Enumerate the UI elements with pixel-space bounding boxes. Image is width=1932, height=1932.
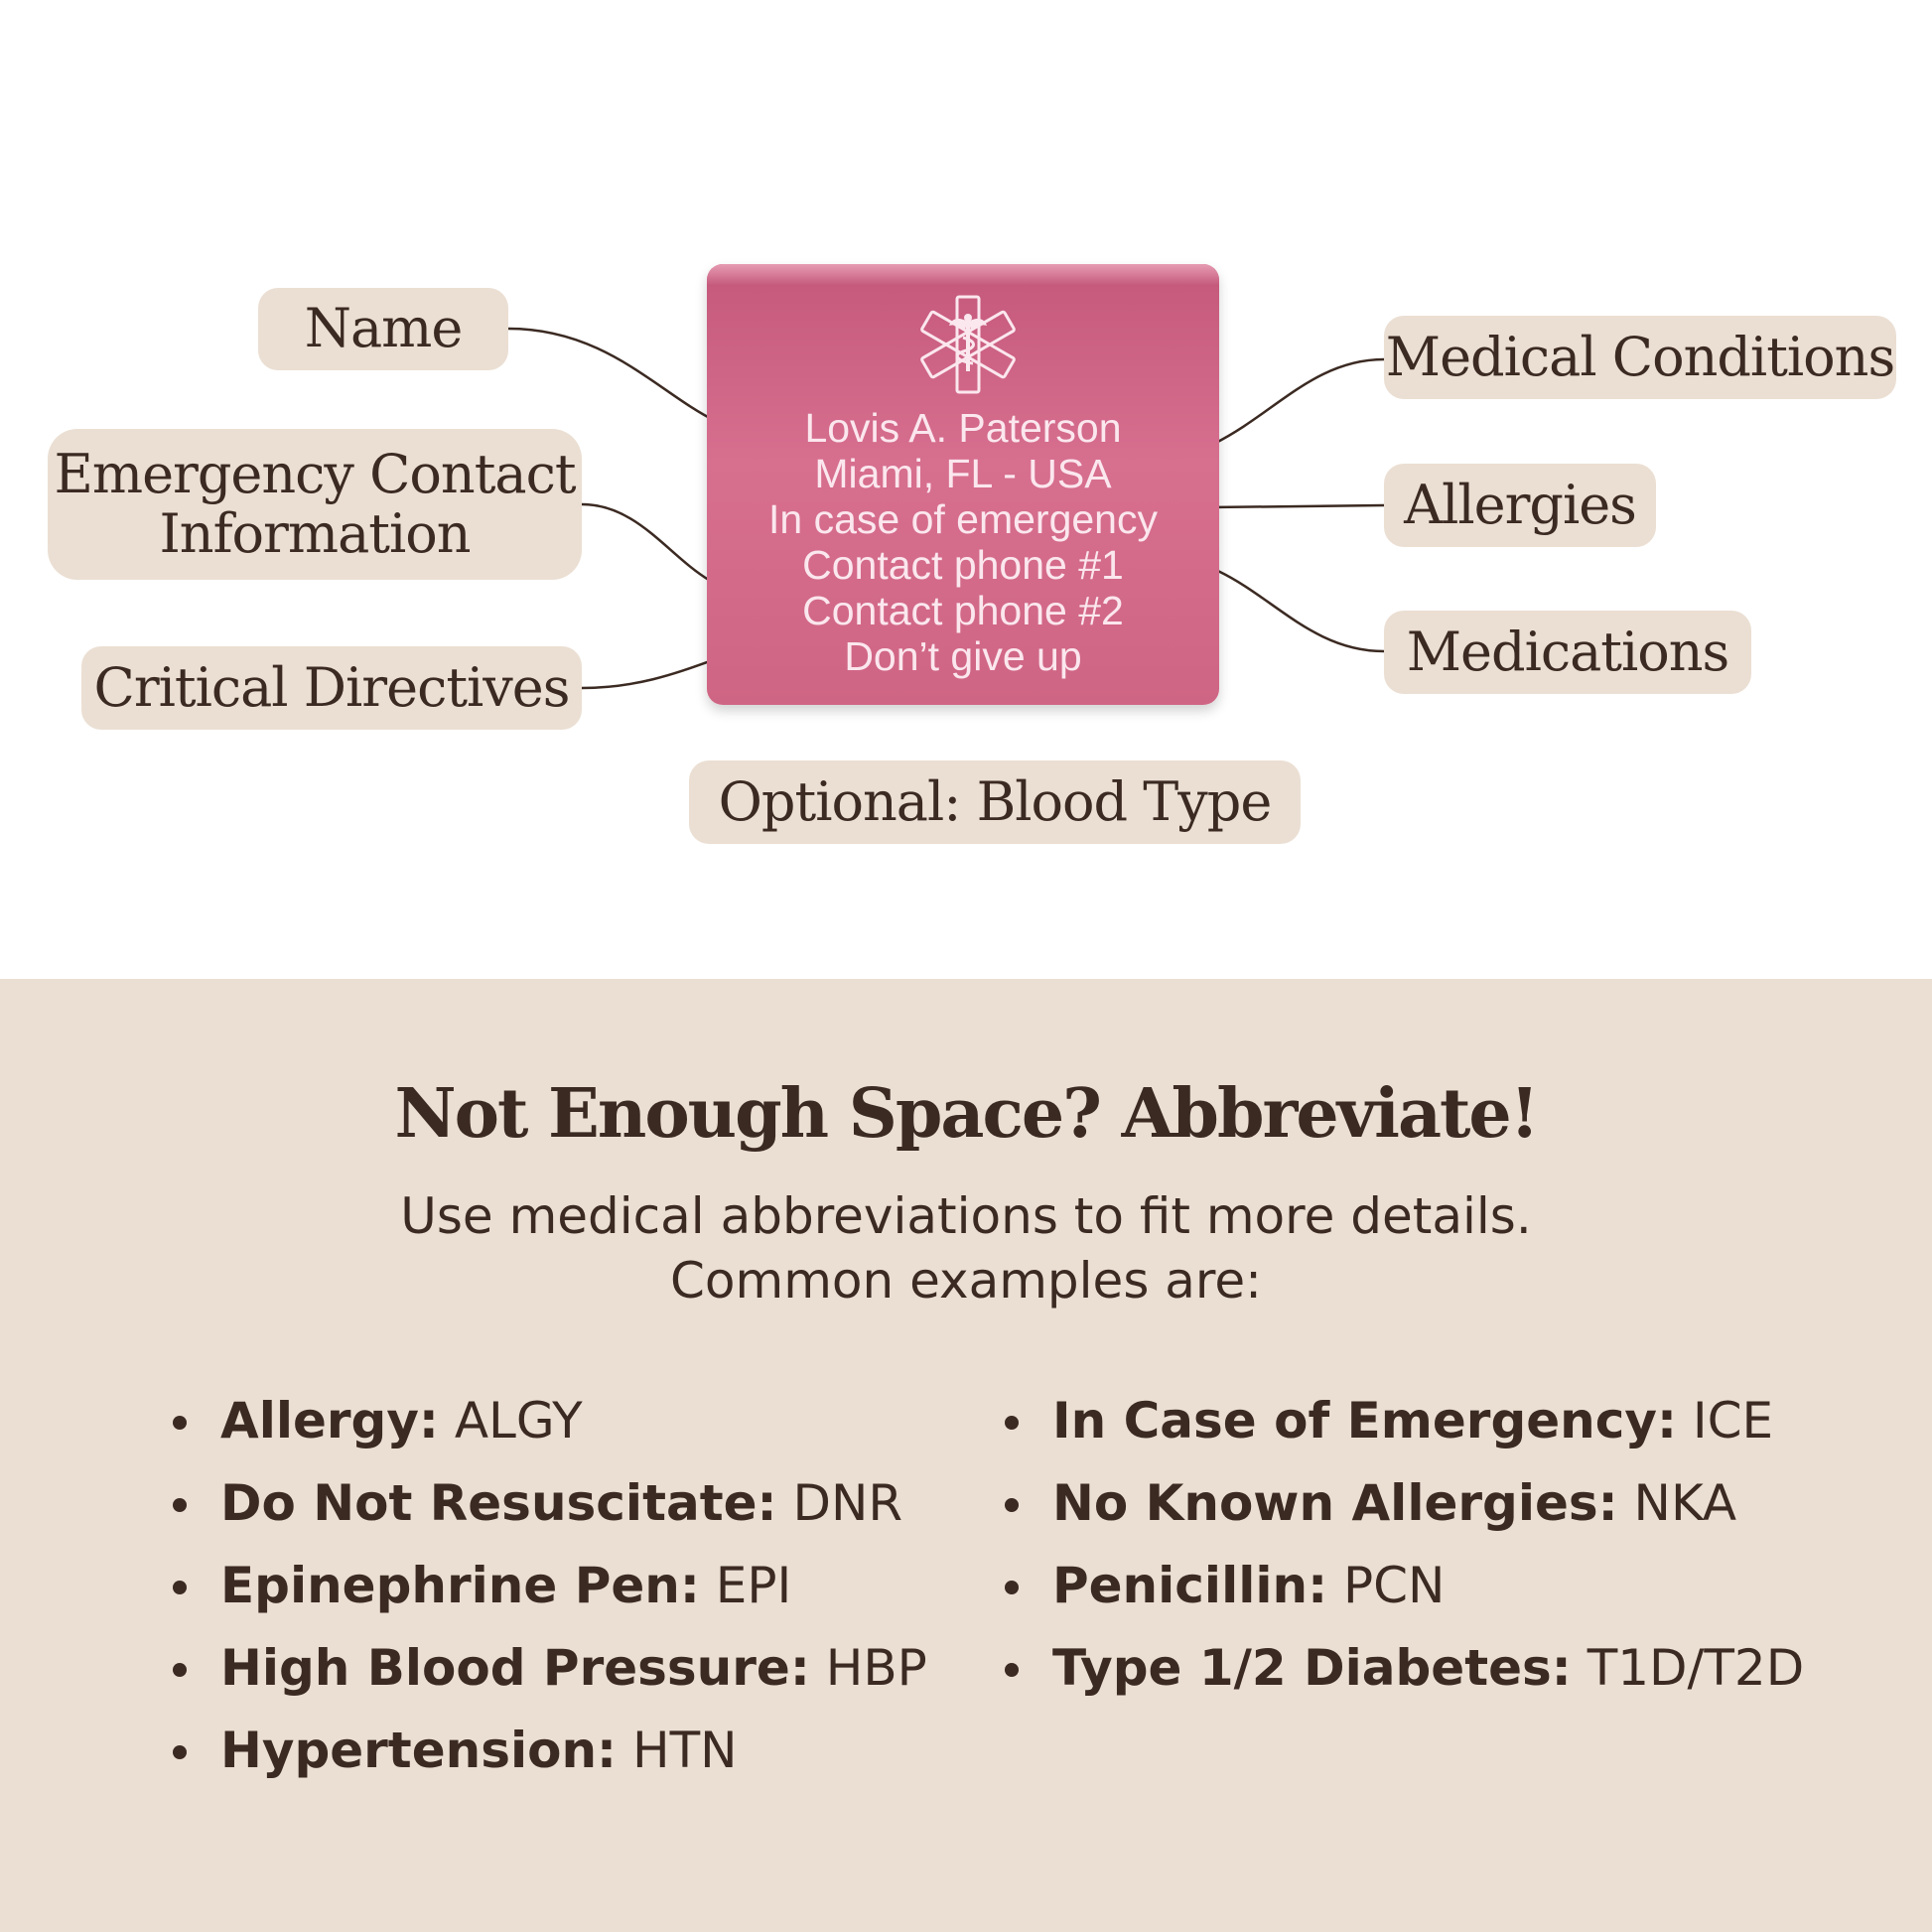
tag-line-city: Miami, FL - USA <box>814 451 1112 496</box>
label-allergies: Allergies <box>1384 464 1656 547</box>
label-medications: Medications <box>1384 611 1751 694</box>
section-subtitle-line1: Use medical abbreviations to fit more de… <box>400 1187 1532 1245</box>
abbreviation-list-left: Allergy: ALGY Do Not Resuscitate: DNR Ep… <box>173 1386 927 1798</box>
abbr-value: DNR <box>792 1474 903 1532</box>
abbr-term: Epinephrine Pen: <box>220 1557 700 1614</box>
label-medications-text: Medications <box>1406 620 1729 683</box>
abbr-value: EPI <box>715 1557 792 1614</box>
abbr-term: Do Not Resuscitate: <box>220 1474 777 1532</box>
label-medical-conditions: Medical Conditions <box>1384 316 1896 399</box>
abbr-value: ALGY <box>454 1392 583 1449</box>
abbr-term: In Case of Emergency: <box>1052 1392 1677 1449</box>
tag-line-phone1: Contact phone #1 <box>802 542 1124 588</box>
tag-line-directive: Don’t give up <box>844 633 1082 679</box>
list-item: Hypertension: HTN <box>173 1716 927 1798</box>
abbreviation-panel <box>0 979 1932 1932</box>
label-emergency-contact: Emergency Contact Information <box>48 429 582 580</box>
list-item: Penicillin: PCN <box>1005 1551 1804 1633</box>
list-item: High Blood Pressure: HBP <box>173 1633 927 1716</box>
abbr-value: ICE <box>1692 1392 1774 1449</box>
abbr-term: Type 1/2 Diabetes: <box>1052 1639 1572 1697</box>
list-item: Epinephrine Pen: EPI <box>173 1551 927 1633</box>
star-of-life-icon <box>920 295 1016 394</box>
section-title: Not Enough Space? Abbreviate! <box>394 1074 1539 1154</box>
list-item: No Known Allergies: NKA <box>1005 1468 1804 1551</box>
abbr-term: Hypertension: <box>220 1722 618 1779</box>
label-critical-directives-text: Critical Directives <box>93 655 571 719</box>
abbr-term: Allergy: <box>220 1392 439 1449</box>
label-name: Name <box>258 288 508 370</box>
tag-line-name: Lovis A. Paterson <box>804 405 1122 451</box>
list-item: Do Not Resuscitate: DNR <box>173 1468 927 1551</box>
tag-line-phone2: Contact phone #2 <box>802 588 1124 633</box>
list-item: Type 1/2 Diabetes: T1D/T2D <box>1005 1633 1804 1716</box>
list-item: In Case of Emergency: ICE <box>1005 1386 1804 1468</box>
list-item: Allergy: ALGY <box>173 1386 927 1468</box>
abbr-value: HTN <box>631 1722 738 1779</box>
abbr-value: PCN <box>1342 1557 1446 1614</box>
abbr-value: T1D/T2D <box>1587 1639 1805 1697</box>
tag-line-ice: In case of emergency <box>768 496 1158 542</box>
label-allergies-text: Allergies <box>1404 473 1637 536</box>
section-subtitle-line2: Common examples are: <box>670 1252 1262 1310</box>
abbr-value: HBP <box>825 1639 927 1697</box>
label-emergency-contact-text: Emergency Contact Information <box>54 442 576 565</box>
abbr-term: High Blood Pressure: <box>220 1639 810 1697</box>
label-medical-conditions-text: Medical Conditions <box>1385 325 1895 388</box>
abbr-term: Penicillin: <box>1052 1557 1328 1614</box>
abbr-term: No Known Allergies: <box>1052 1474 1618 1532</box>
abbreviation-list-right: In Case of Emergency: ICE No Known Aller… <box>1005 1386 1804 1716</box>
tag-bevel <box>707 264 1219 286</box>
label-critical-directives: Critical Directives <box>81 646 582 730</box>
label-name-text: Name <box>304 297 464 360</box>
abbr-value: NKA <box>1633 1474 1737 1532</box>
label-blood-type: Optional: Blood Type <box>689 760 1301 844</box>
label-blood-type-text: Optional: Blood Type <box>718 769 1273 833</box>
